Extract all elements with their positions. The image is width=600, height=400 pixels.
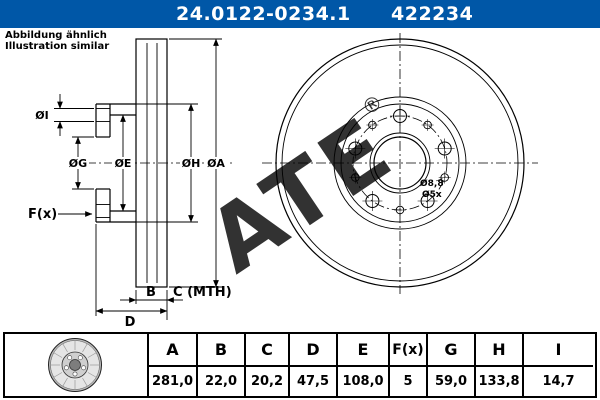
spec-col-header-c: C: [244, 334, 288, 365]
note-line-en: Illustration similar: [5, 41, 110, 52]
spec-col-header-e: E: [336, 334, 388, 365]
title-bar: 24.0122-0234.1 422234: [0, 0, 600, 28]
label-dia-g: ØG: [69, 157, 87, 170]
label-dia-h: ØH: [182, 157, 201, 170]
part-number: 24.0122-0234.1: [176, 3, 351, 25]
spec-col-header-fx: F(x): [388, 334, 426, 365]
label-b: B: [146, 285, 156, 300]
disc-thumbnail-cell: [5, 334, 147, 396]
spec-table: A B C D E F(x) G H I 281,0 22,0 20,2 47,…: [3, 332, 597, 398]
spec-col-header-i: I: [522, 334, 593, 365]
catalog-number: 422234: [391, 3, 474, 25]
brake-disc-thumbnail: [48, 338, 102, 392]
hole-annotation-dia: Ø8,8: [420, 178, 444, 189]
locating-hole-centermarks: [349, 119, 451, 216]
spec-col-header-b: B: [196, 334, 244, 365]
spec-value-e: 108,0: [336, 365, 388, 396]
spec-value-fx: 5: [388, 365, 426, 396]
spec-value-i: 14,7: [522, 365, 593, 396]
label-f-x: F(x): [28, 207, 57, 222]
spec-value-g: 59,0: [426, 365, 474, 396]
spec-value-h: 133,8: [474, 365, 522, 396]
hole-annotation-count: Ø5x: [422, 189, 442, 200]
watermark-text: ATE: [190, 96, 413, 293]
spec-value-c: 20,2: [244, 365, 288, 396]
label-dia-i: ØI: [35, 109, 48, 122]
section-dimensions: [54, 38, 227, 320]
front-view: [262, 33, 538, 294]
spec-col-header-d: D: [288, 334, 336, 365]
label-d: D: [125, 315, 136, 330]
label-dia-a: ØA: [207, 157, 225, 170]
label-dia-e: ØE: [115, 157, 132, 170]
label-c-mth: C (MTH): [173, 285, 232, 300]
spec-value-a: 281,0: [147, 365, 196, 396]
spec-value-d: 47,5: [288, 365, 336, 396]
spec-col-header-h: H: [474, 334, 522, 365]
spec-value-b: 22,0: [196, 365, 244, 396]
technical-drawing: ATE ®: [28, 33, 538, 330]
spec-col-header-g: G: [426, 334, 474, 365]
similar-illustration-note: Abbildung ähnlich Illustration similar: [5, 30, 109, 52]
bolt-hole-centermarks: [345, 106, 455, 211]
note-line-de: Abbildung ähnlich: [5, 30, 107, 41]
spec-col-header-a: A: [147, 334, 196, 365]
